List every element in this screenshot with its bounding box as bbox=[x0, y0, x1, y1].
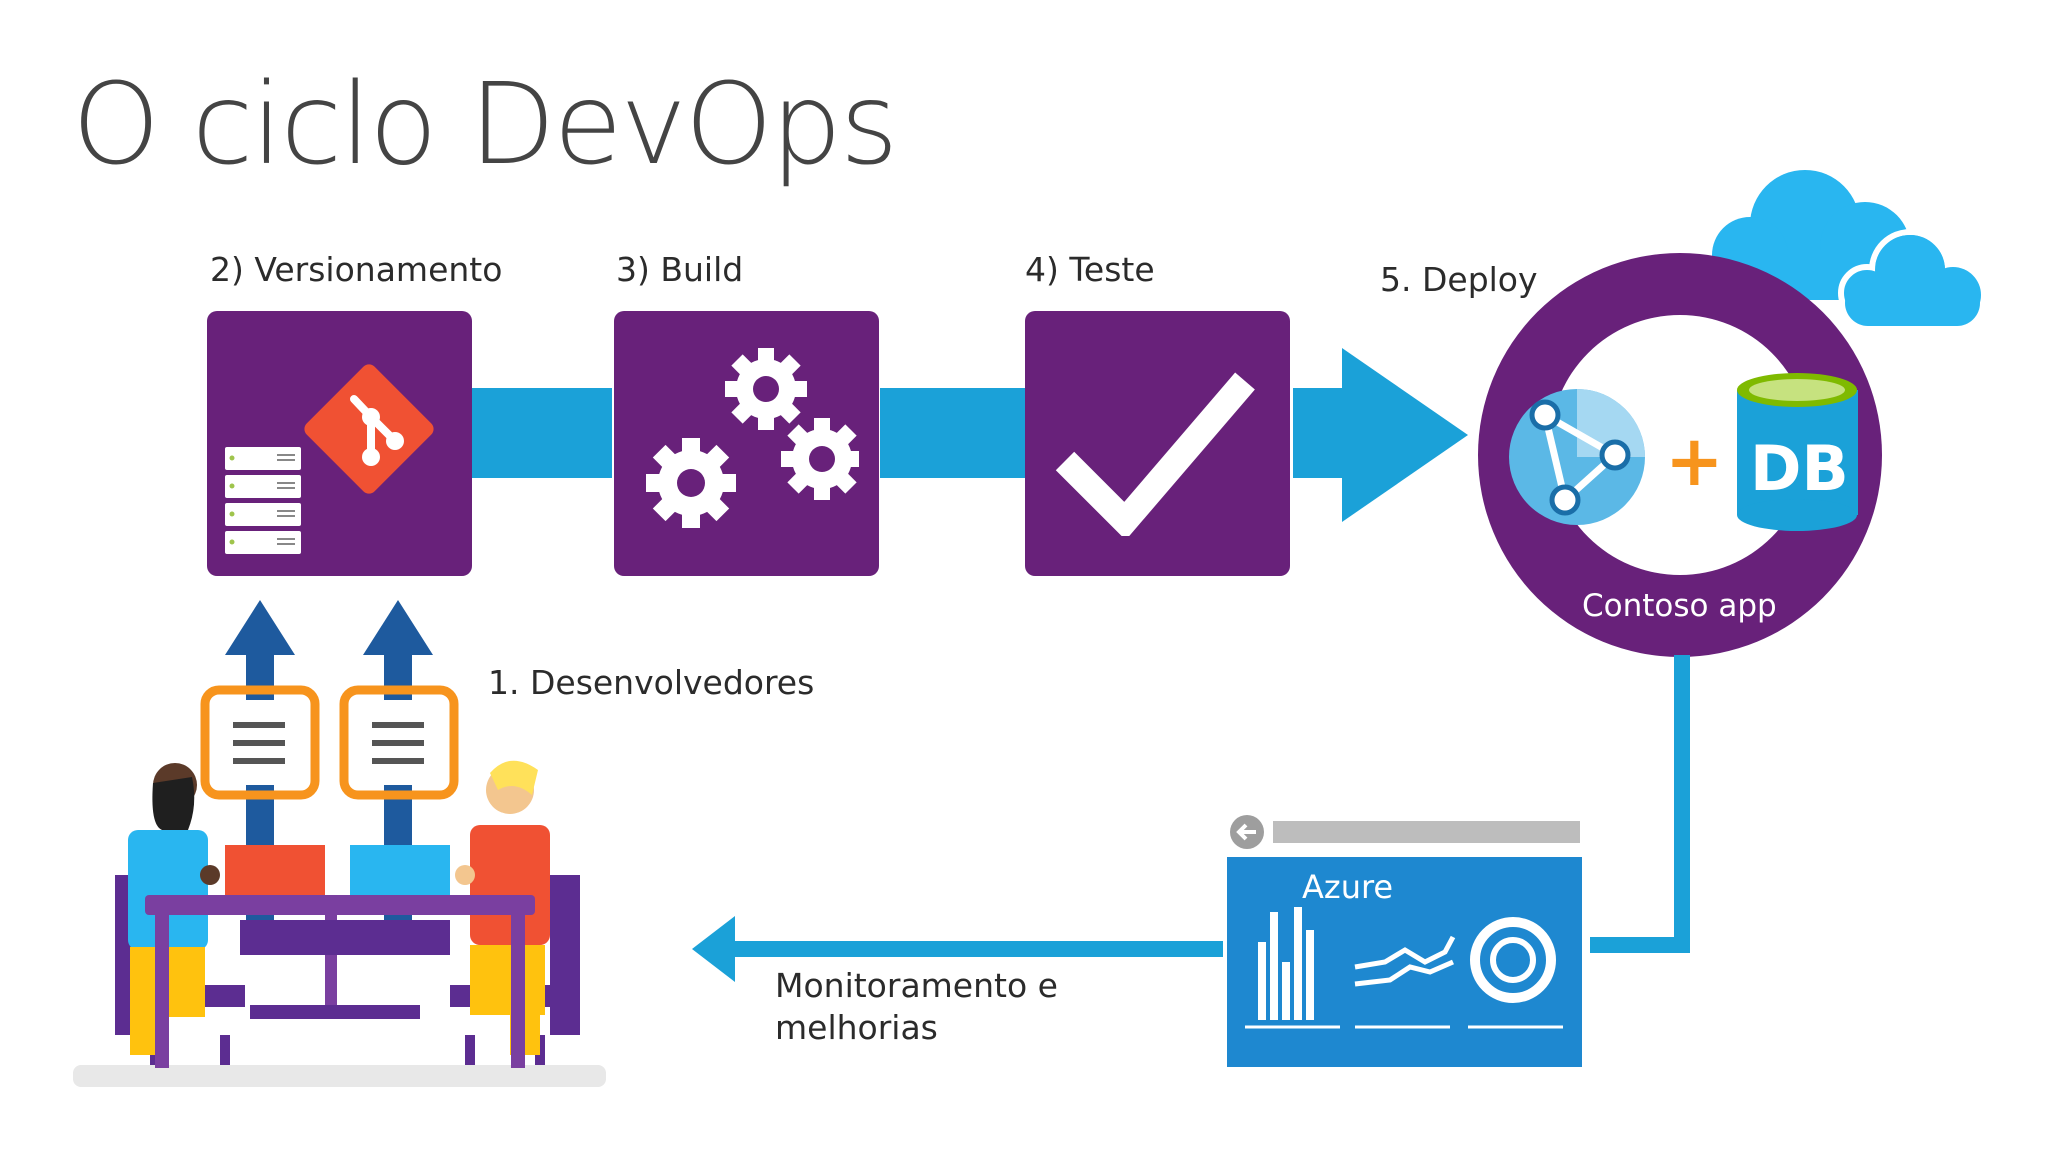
contoso-app-label: Contoso app bbox=[1582, 588, 1777, 624]
donut-chart-icon bbox=[1470, 917, 1556, 1003]
bar-chart-icon bbox=[1258, 907, 1314, 1020]
checkmark-icon bbox=[1055, 372, 1255, 536]
step-label-deploy: 5. Deploy bbox=[1380, 260, 1538, 299]
dashboard-title: Azure bbox=[1302, 868, 1394, 906]
git-icon bbox=[304, 364, 434, 494]
monitoring-label: Monitoramento e melhorias bbox=[775, 965, 1058, 1049]
azure-dashboard bbox=[1227, 815, 1582, 1067]
step-label-versioning: 2) Versionamento bbox=[210, 250, 503, 289]
deploy-arrow bbox=[1293, 348, 1468, 522]
server-stack-icon bbox=[225, 447, 301, 554]
monitoring-label-line1: Monitoramento e bbox=[775, 966, 1058, 1005]
stage-test bbox=[1025, 311, 1290, 576]
database-icon bbox=[1737, 373, 1858, 531]
document-icon bbox=[200, 685, 459, 800]
monitoring-label-line2: melhorias bbox=[775, 1008, 938, 1047]
back-arrow-icon bbox=[1236, 823, 1256, 841]
line-chart-icon bbox=[1354, 935, 1456, 987]
developers-illustration bbox=[73, 600, 606, 1087]
page-title: O ciclo DevOps bbox=[72, 60, 898, 190]
connector-build-test bbox=[880, 388, 1025, 478]
feedback-connector bbox=[1590, 655, 1690, 953]
step-label-build: 3) Build bbox=[616, 250, 744, 289]
monitoring-arrow bbox=[692, 916, 1223, 982]
globe-network-icon bbox=[1509, 389, 1645, 525]
stage-versioning bbox=[207, 311, 472, 576]
gears-icon bbox=[646, 348, 859, 528]
connector-versioning-build bbox=[472, 388, 612, 478]
step-label-test: 4) Teste bbox=[1025, 250, 1155, 289]
database-label: DB bbox=[1750, 432, 1849, 505]
stage-build bbox=[614, 311, 879, 576]
step-label-developers: 1. Desenvolvedores bbox=[488, 663, 815, 702]
plus-sign: + bbox=[1665, 420, 1724, 502]
